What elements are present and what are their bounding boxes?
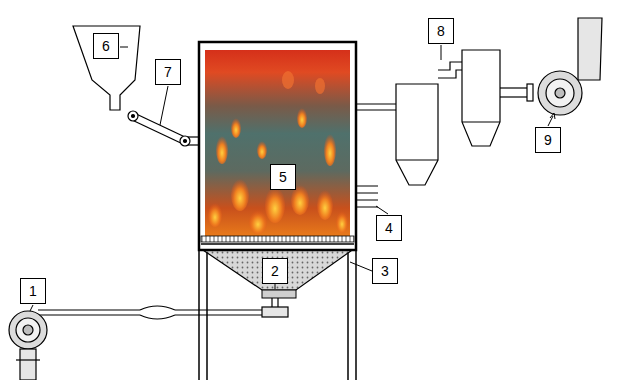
callout-number: 8: [437, 24, 445, 38]
callout-box: 9: [535, 127, 561, 153]
callout-number: 1: [29, 284, 37, 298]
callout-box: 8: [428, 18, 454, 44]
callout-number: 6: [102, 39, 110, 53]
callout-number: 5: [279, 170, 287, 184]
side-tubes: [356, 186, 378, 207]
callout-box: 4: [376, 215, 402, 241]
plate-base: [201, 243, 354, 245]
cyclones: [356, 50, 533, 185]
callout-number: 7: [164, 65, 172, 79]
callout-box: 2: [262, 258, 288, 284]
callout-box: 7: [155, 59, 181, 85]
fire-zone: [205, 50, 350, 236]
callout-box: 3: [372, 258, 398, 284]
air-plenum: [200, 248, 355, 290]
leader-lines: [30, 45, 555, 311]
callout-number: 9: [544, 133, 552, 147]
callout-number: 4: [385, 221, 393, 235]
callout-number: 3: [381, 264, 389, 278]
callout-box: 1: [20, 278, 46, 304]
exhaust-fan: [538, 18, 602, 115]
callout-box: 6: [93, 33, 119, 59]
furnace-shell: [199, 42, 356, 250]
callout-number: 2: [271, 264, 279, 278]
callout-box: 5: [270, 164, 296, 190]
distributor-plate: [201, 236, 354, 242]
screw-conveyor: [128, 111, 199, 146]
air-pipe: [38, 298, 288, 319]
flames: [208, 71, 348, 234]
plenum-inlet: [262, 290, 296, 298]
air-blower: [9, 311, 47, 380]
fuel-hopper: [73, 26, 140, 110]
